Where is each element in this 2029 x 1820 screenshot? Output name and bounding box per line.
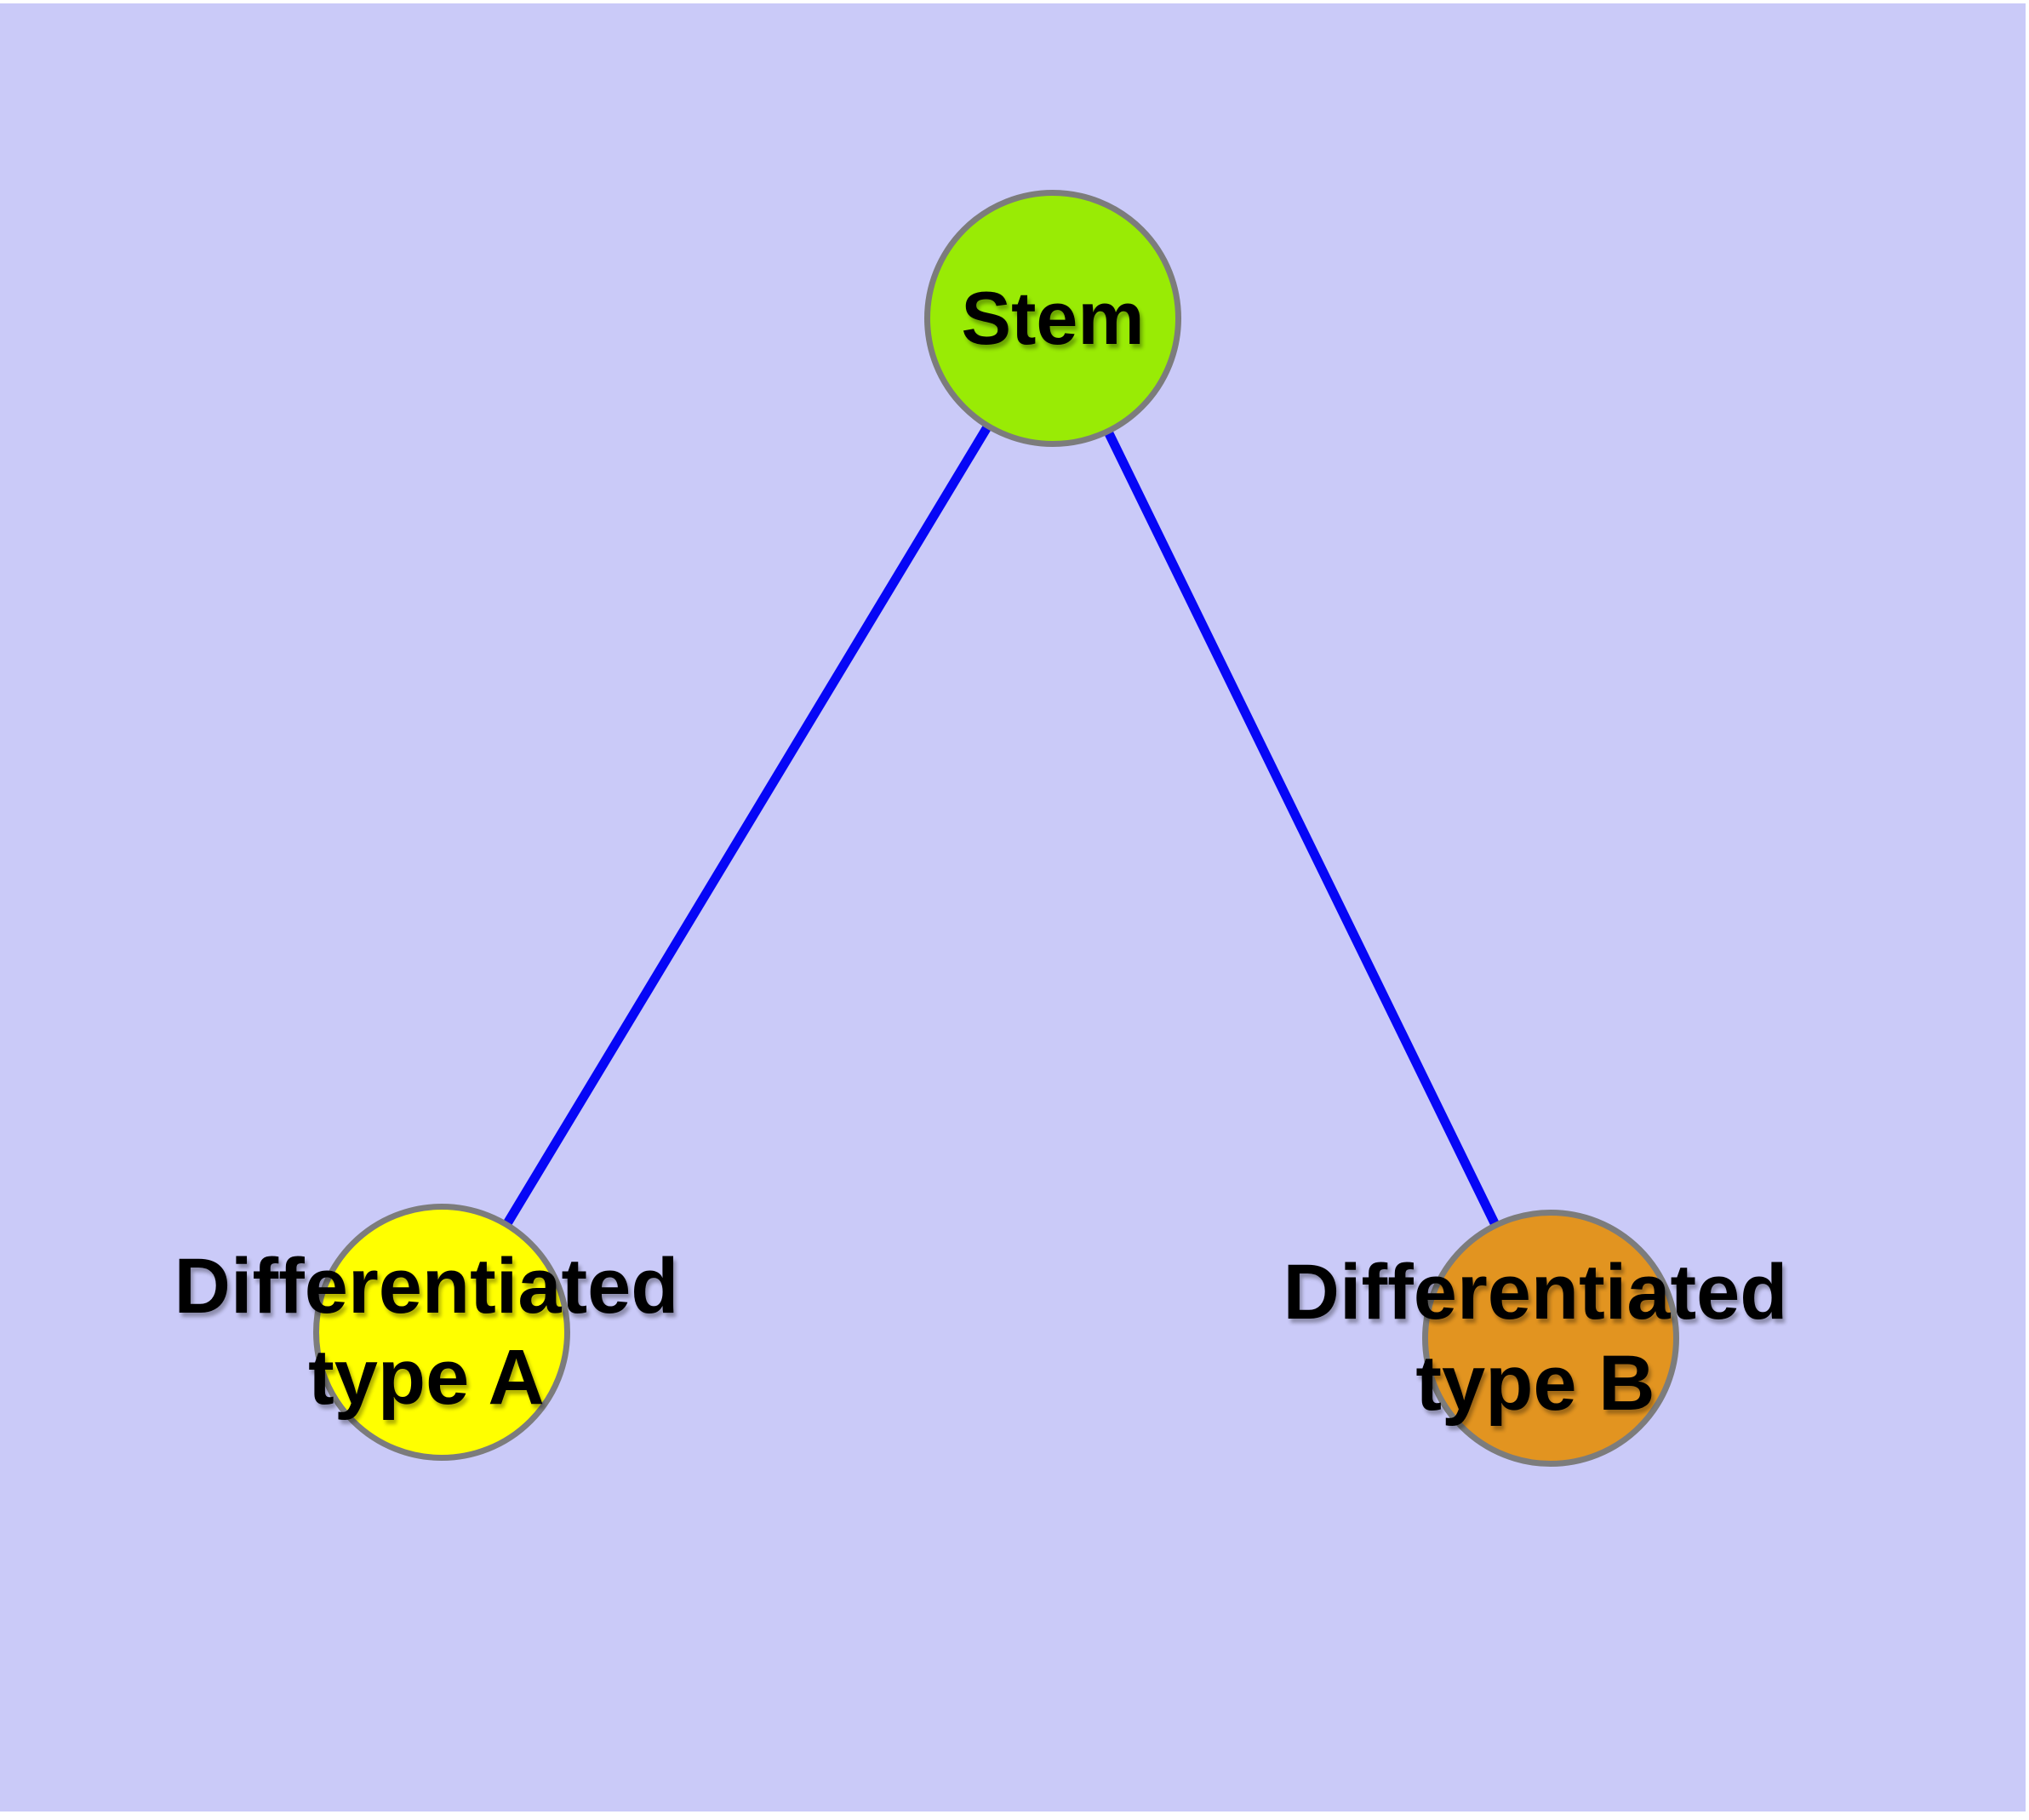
node-differentiated-type-b[interactable]: Differentiated type B	[1283, 1210, 1787, 1467]
graph-canvas: Stem Differentiated type A Differentiate…	[0, 3, 2026, 1811]
node-differentiated-type-a-label: Differentiated type A	[174, 1241, 679, 1423]
node-label-line: Differentiated	[174, 1243, 679, 1330]
node-label-line: Stem	[961, 276, 1145, 360]
node-differentiated-type-a[interactable]: Differentiated type A	[174, 1204, 678, 1461]
node-stem[interactable]: Stem	[924, 190, 1181, 447]
edge-stem-to-differentiated-type-b[interactable]	[1049, 316, 1555, 1341]
edge-stem-to-differentiated-type-a[interactable]	[437, 316, 1057, 1335]
edges-layer	[437, 316, 1555, 1341]
node-stem-label: Stem	[961, 276, 1144, 361]
node-differentiated-type-b-label: Differentiated type B	[1283, 1247, 1788, 1429]
node-label-line: type A	[308, 1334, 545, 1421]
node-label-line: Differentiated	[1283, 1249, 1788, 1336]
node-label-line: type B	[1415, 1340, 1655, 1427]
